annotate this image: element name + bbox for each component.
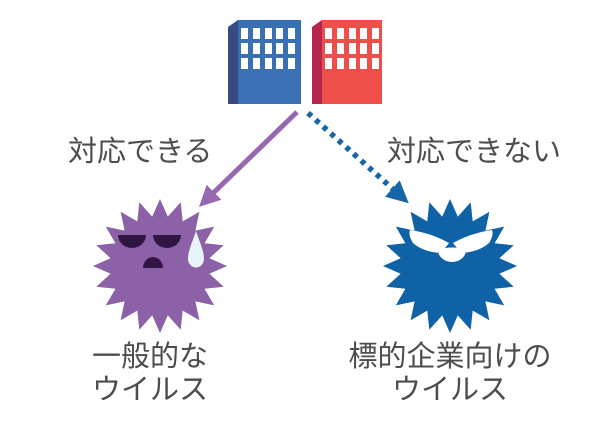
sweat-drop-icon xyxy=(188,231,204,268)
caption-common-virus-line2: ウイルス xyxy=(91,374,208,406)
caption-targeted-virus-line2: ウイルス xyxy=(391,374,508,406)
building-blue xyxy=(228,20,301,104)
building-red-front xyxy=(322,20,382,104)
virus-common-right-eye xyxy=(153,235,181,248)
building-red-side xyxy=(312,20,322,104)
virus-targeted-left-eye xyxy=(409,230,449,253)
virus-targeted-right-eye xyxy=(453,230,493,253)
virus-targeted xyxy=(383,199,517,333)
solid-arrow xyxy=(198,110,299,207)
caption-common-virus: 一般的な ウイルス xyxy=(30,341,270,407)
building-blue-windows xyxy=(241,28,295,69)
building-blue-side xyxy=(228,20,238,104)
virus-targeted-mouth xyxy=(438,247,466,262)
building-red xyxy=(312,20,382,104)
caption-targeted-virus: 標的企業向けの ウイルス xyxy=(330,341,570,407)
virus-common xyxy=(93,199,227,333)
building-red-windows xyxy=(325,28,379,69)
dotted-arrow xyxy=(306,110,409,204)
building-blue-front xyxy=(238,20,301,104)
virus-common-left-eye xyxy=(118,235,146,248)
virus-common-mouth xyxy=(143,257,163,268)
caption-common-virus-line1: 一般的な xyxy=(91,341,208,373)
label-can-handle: 対応できる xyxy=(68,136,213,168)
label-cannot-handle: 対応できない xyxy=(387,136,562,168)
virus-targeted-body xyxy=(383,199,517,333)
caption-targeted-virus-line1: 標的企業向けの xyxy=(348,341,552,373)
